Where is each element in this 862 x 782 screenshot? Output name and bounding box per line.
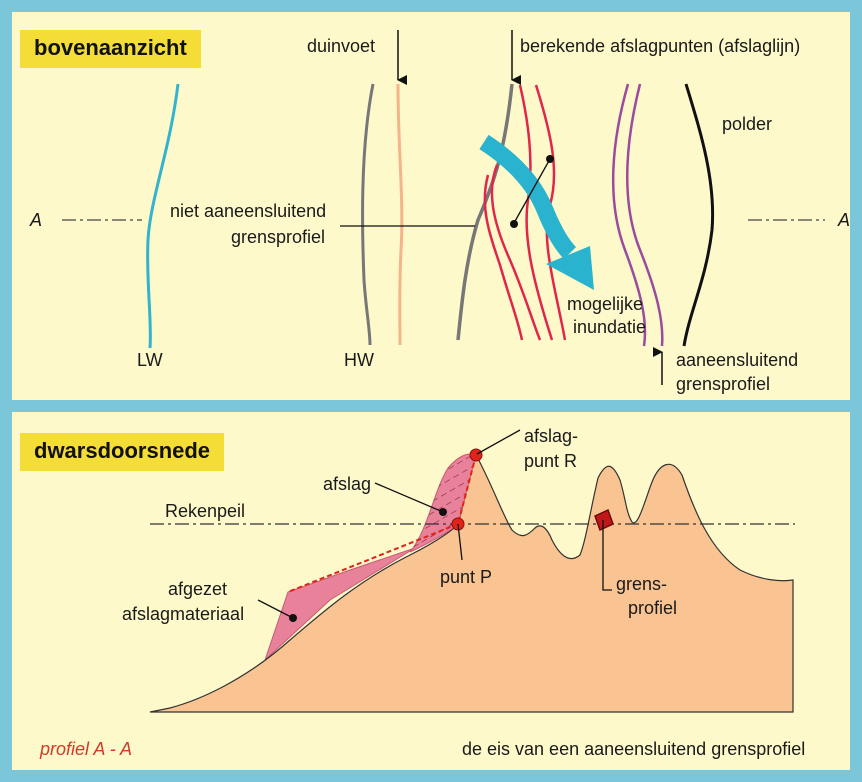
label-aaneen-2: grensprofiel <box>676 374 770 394</box>
hw-line <box>363 84 373 345</box>
label-a-left: A <box>29 210 42 230</box>
afslagpunt-leader <box>477 430 520 454</box>
label-hw: HW <box>344 350 374 370</box>
label-rekenpeil: Rekenpeil <box>165 501 245 521</box>
label-inundatie-1: mogelijke <box>567 294 643 314</box>
point-dot-2 <box>546 155 554 163</box>
label-profiel-aa: profiel A - A <box>39 739 132 759</box>
afslag-point-r <box>470 449 482 461</box>
cross-section-title: dwarsdoorsnede <box>20 433 224 471</box>
label-afgezet-2: afslagmateriaal <box>122 604 244 624</box>
label-niet-2: grensprofiel <box>231 227 325 247</box>
point-dot-1 <box>510 220 518 228</box>
top-view-title: bovenaanzicht <box>20 30 201 68</box>
label-eis: de eis van een aaneensluitend grensprofi… <box>462 739 805 759</box>
polder-line <box>684 84 713 346</box>
afslag-leader <box>375 483 443 512</box>
label-afgezet-1: afgezet <box>168 579 227 599</box>
label-grens-2: profiel <box>628 598 677 618</box>
label-lw: LW <box>137 350 163 370</box>
label-punt-p: punt P <box>440 567 492 587</box>
label-afslagpunten: berekende afslagpunten (afslaglijn) <box>520 36 800 56</box>
label-afslagpunt-1: afslag- <box>524 426 578 446</box>
label-afslagpunt-2: punt R <box>524 451 577 471</box>
label-niet-1: niet aaneensluitend <box>170 201 326 221</box>
dune-foot-line <box>398 84 402 345</box>
label-duinvoet: duinvoet <box>307 36 375 56</box>
label-grens-1: grens- <box>616 574 667 594</box>
label-polder: polder <box>722 114 772 134</box>
label-inundatie-2: inundatie <box>573 317 646 337</box>
afslag-leader-dot <box>439 508 447 516</box>
red-line-4 <box>485 175 522 340</box>
label-aaneen-1: aaneensluitend <box>676 350 798 370</box>
afgezet-leader-dot <box>289 614 297 622</box>
label-afslag: afslag <box>323 474 371 494</box>
label-a-right: A <box>837 210 850 230</box>
